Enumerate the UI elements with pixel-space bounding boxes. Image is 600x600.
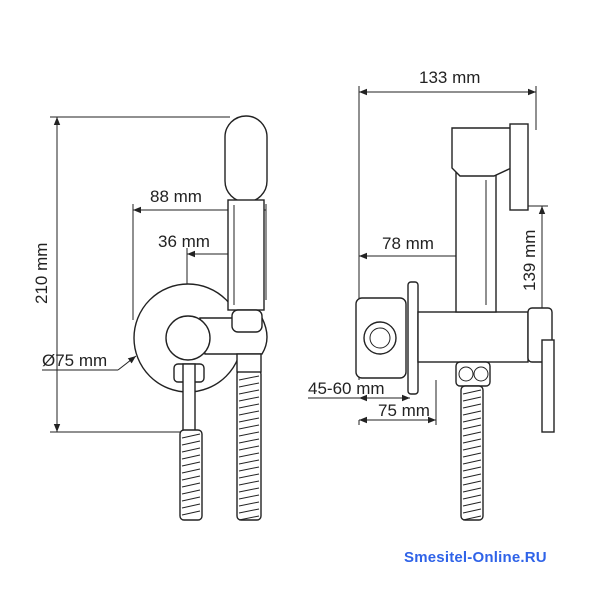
mixer-lever — [182, 363, 196, 433]
shower-handle — [227, 199, 265, 311]
dim-outlet-label: 78 mm — [382, 234, 434, 253]
hose-left — [179, 429, 203, 521]
side-hose — [460, 385, 484, 521]
dim-body-label: 75 mm — [378, 401, 430, 420]
side-connector-nut-1 — [458, 366, 474, 382]
dim-holder-height-label: 139 mm — [520, 230, 539, 291]
front-view: 210 mm 88 mm 36 mm Ø75 mm — [32, 115, 268, 521]
dim-height-label: 210 mm — [32, 243, 51, 304]
mixer-body — [417, 311, 529, 363]
watermark: Smesitel-Online.RU — [404, 549, 547, 566]
shower-head — [224, 115, 268, 203]
cartridge-inner — [369, 327, 391, 349]
cartridge-face — [363, 321, 397, 355]
side-lever — [541, 339, 555, 433]
mixer-knob — [165, 315, 211, 361]
side-wall-plate — [407, 281, 419, 395]
dim-height-line — [50, 116, 230, 433]
holder-column — [455, 169, 497, 313]
dim-wall-range-label: 45-60 mm — [308, 379, 385, 398]
hose-sleeve — [236, 353, 262, 373]
dim-diameter-leader — [117, 355, 137, 371]
dim-depth-label: 133 mm — [419, 68, 480, 87]
dim-diameter-label: Ø75 mm — [42, 351, 107, 370]
dim-width-label: 88 mm — [150, 187, 202, 206]
holder-clip — [231, 309, 263, 333]
hose-right — [236, 369, 262, 521]
side-view: 133 mm 78 mm 139 mm 45-60 mm 75 mm — [308, 68, 555, 521]
dim-offset-label: 36 mm — [158, 232, 210, 251]
side-shower-face — [509, 123, 529, 211]
side-connector-nut-2 — [473, 366, 489, 382]
dim-body-line — [358, 380, 437, 425]
